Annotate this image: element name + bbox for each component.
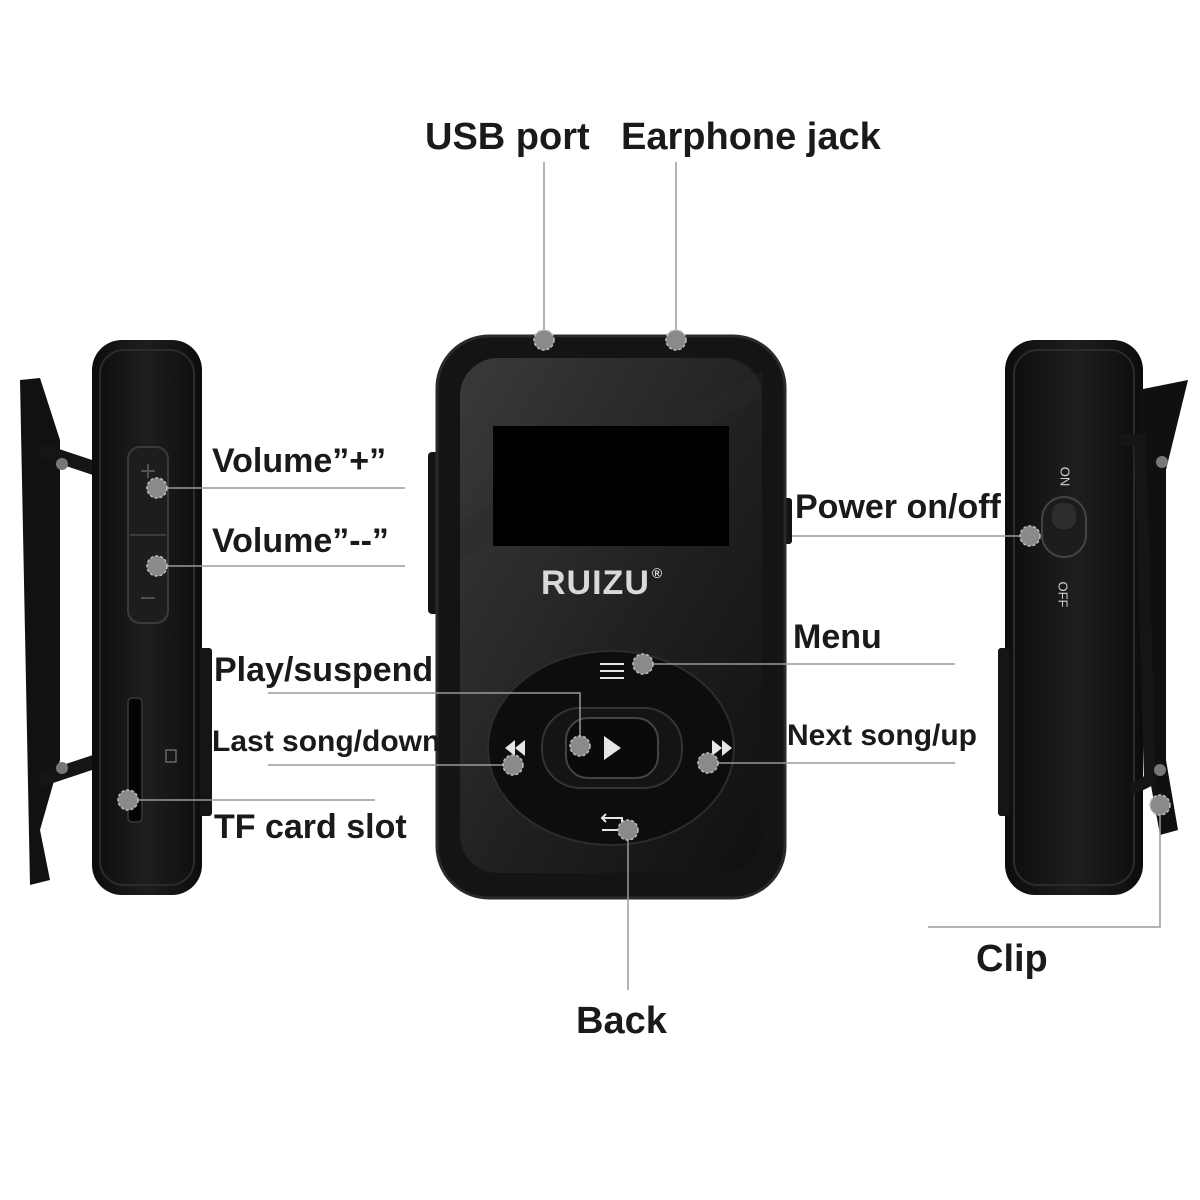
left-side-view: + −	[20, 340, 212, 895]
marker-play	[569, 735, 591, 757]
label-next-song: Next song/up	[787, 719, 978, 752]
plus-icon: +	[139, 459, 157, 484]
switch-off-label: OFF	[1055, 581, 1071, 608]
marker-next	[697, 752, 719, 774]
display-screen	[493, 426, 729, 546]
label-menu: Menu	[793, 618, 882, 656]
label-volume-down: Volume”--”	[212, 522, 389, 560]
play-icon	[604, 736, 621, 760]
left-clip	[20, 378, 60, 885]
label-tf-card-slot: TF card slot	[214, 808, 407, 846]
label-play-suspend: Play/suspend	[214, 651, 434, 689]
right-body	[1005, 340, 1143, 895]
fast-forward-icon	[712, 740, 732, 756]
leader-lines	[128, 162, 1161, 990]
right-side-view	[998, 340, 1188, 895]
rewind-icon	[505, 740, 525, 756]
marker-usb	[533, 329, 555, 351]
label-earphone-jack: Earphone jack	[621, 116, 881, 158]
minus-icon: −	[139, 586, 157, 611]
marker-volume-up	[146, 477, 168, 499]
menu-icon	[600, 663, 624, 679]
front-view	[428, 334, 792, 900]
label-power: Power on/off	[795, 488, 1001, 526]
marker-last	[502, 754, 524, 776]
marker-earphone	[665, 329, 687, 351]
marker-clip	[1149, 794, 1171, 816]
label-usb-port: USB port	[425, 116, 590, 158]
marker-tf	[117, 789, 139, 811]
sd-card-icon	[165, 749, 177, 763]
label-clip: Clip	[976, 938, 1048, 980]
label-back: Back	[576, 1000, 667, 1042]
switch-on-label: ON	[1057, 466, 1073, 487]
label-last-song: Last song/down	[212, 725, 441, 758]
label-volume-up: Volume”+”	[212, 442, 387, 480]
marker-volume-down	[146, 555, 168, 577]
marker-menu	[632, 653, 654, 675]
callout-markers	[117, 329, 1171, 841]
marker-power	[1019, 525, 1041, 547]
brand-logo: RUIZU®	[541, 564, 664, 602]
marker-back	[617, 819, 639, 841]
